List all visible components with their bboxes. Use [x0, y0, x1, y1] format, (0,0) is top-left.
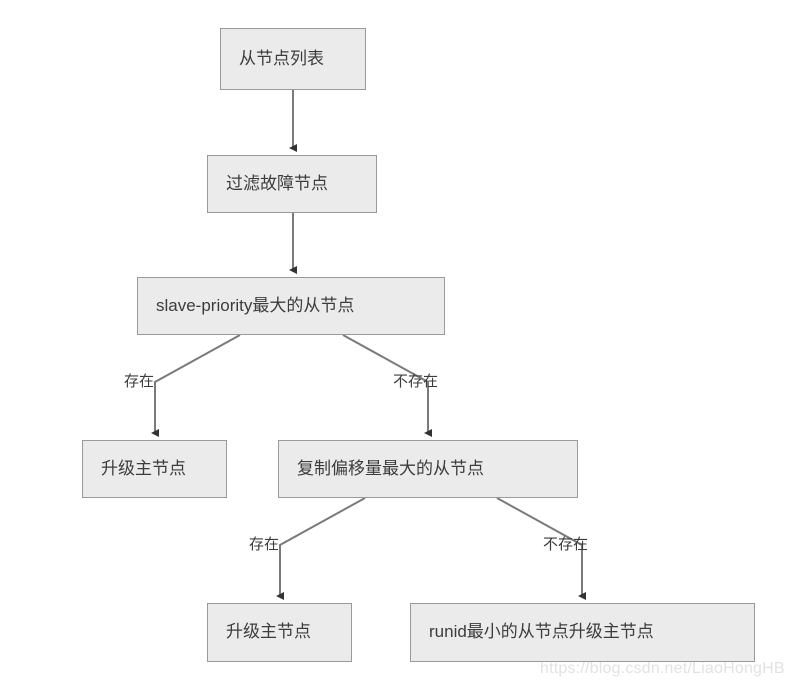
edge-label-not-exists-2: 不存在 — [543, 536, 589, 553]
node-label: 升级主节点 — [226, 622, 311, 642]
node-label: 过滤故障节点 — [226, 173, 328, 193]
node-filter-failed[interactable]: 过滤故障节点 — [207, 155, 377, 213]
edge-offset-not-exists — [496, 497, 586, 600]
edge-priority-not-exists — [342, 334, 432, 437]
edge-priority-exists — [151, 334, 241, 437]
node-label: slave-priority最大的从节点 — [156, 295, 355, 315]
node-label: 从节点列表 — [239, 48, 324, 68]
node-label: runid最小的从节点升级主节点 — [429, 622, 654, 642]
edge-label-exists-1: 存在 — [124, 373, 155, 390]
node-max-slave-priority[interactable]: slave-priority最大的从节点 — [137, 277, 445, 335]
edge-offset-exists — [276, 497, 366, 600]
node-label: 升级主节点 — [101, 458, 186, 478]
node-promote-master-1[interactable]: 升级主节点 — [82, 440, 227, 498]
node-min-runid-promote[interactable]: runid最小的从节点升级主节点 — [410, 603, 755, 662]
node-promote-master-2[interactable]: 升级主节点 — [207, 603, 352, 662]
watermark: https://blog.csdn.net/LiaoHongHB — [540, 660, 785, 677]
node-label: 复制偏移量最大的从节点 — [297, 458, 484, 478]
node-slave-list[interactable]: 从节点列表 — [220, 28, 366, 90]
edge-label-exists-2: 存在 — [249, 536, 280, 553]
node-max-repl-offset[interactable]: 复制偏移量最大的从节点 — [278, 440, 578, 498]
edge-label-not-exists-1: 不存在 — [393, 373, 439, 390]
